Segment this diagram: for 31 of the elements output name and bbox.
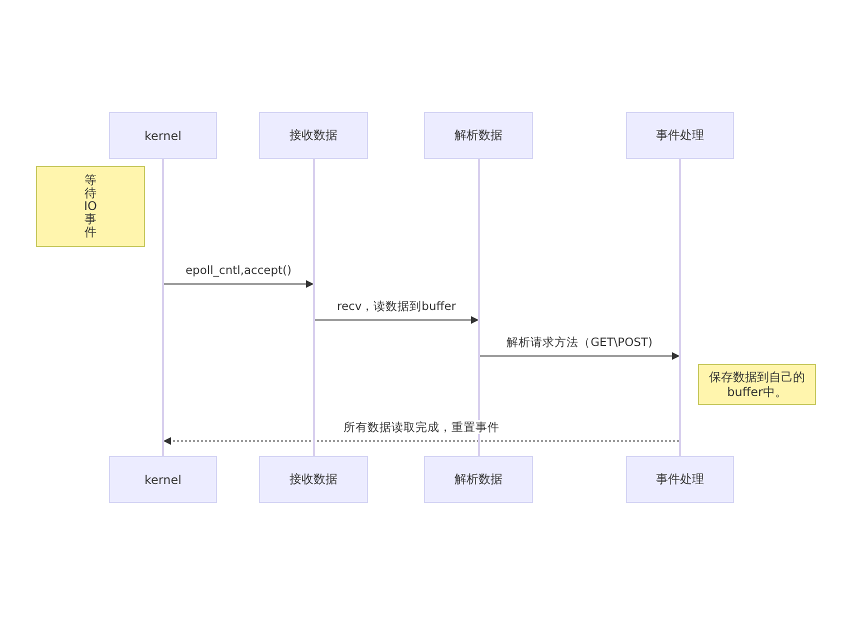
participant-box: [259, 112, 368, 159]
message-arrow: [163, 437, 680, 445]
node-label: 保存数据到自己的buffer中。: [708, 370, 806, 399]
node-label: 事件处理: [656, 127, 704, 144]
message-arrow: [314, 316, 479, 324]
participant-box: [109, 456, 217, 503]
node-label: 接收数据: [290, 127, 338, 144]
node-label: 解析数据: [454, 471, 502, 488]
participant-box: [259, 456, 368, 503]
node-label: 等待IO事件: [83, 174, 98, 240]
lifeline: [313, 159, 315, 456]
note-box: [36, 166, 145, 247]
node-label: 解析数据: [454, 127, 502, 144]
participant-box: [424, 456, 533, 503]
participant-box: [626, 456, 734, 503]
edge-label: 所有数据读取完成，重置事件: [342, 420, 502, 434]
node-label: kernel: [144, 472, 182, 486]
lifeline: [162, 159, 164, 456]
edge-label: 解析请求方法（GET\POST): [504, 335, 654, 349]
message-arrow: [480, 352, 680, 360]
lifeline: [478, 159, 480, 456]
participant-box: [626, 112, 734, 159]
node-label: kernel: [144, 128, 182, 142]
message-arrow: [164, 280, 314, 288]
node-label: 事件处理: [656, 471, 704, 488]
node-label: 接收数据: [290, 471, 338, 488]
participant-box: [109, 112, 217, 159]
note-box: [698, 364, 816, 405]
participant-box: [424, 112, 533, 159]
lifeline: [679, 159, 681, 456]
edge-label: recv，读数据到buffer: [335, 299, 458, 313]
